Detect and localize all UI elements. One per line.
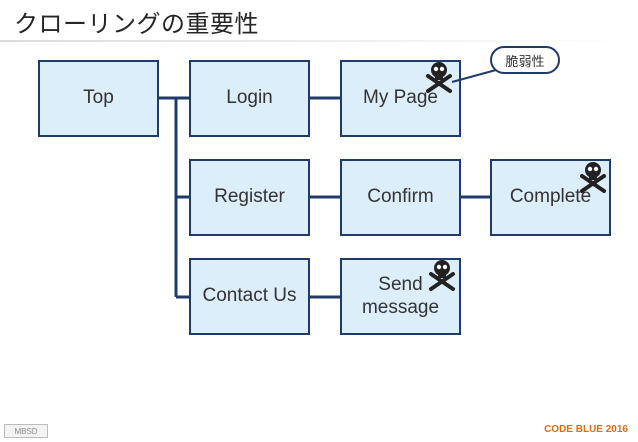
node-confirm-label: Confirm bbox=[367, 186, 434, 208]
skull-crossbones-icon bbox=[429, 260, 455, 291]
node-contact: Contact Us bbox=[189, 258, 310, 335]
slide-title: クローリングの重要性 bbox=[14, 10, 259, 38]
node-login-label: Login bbox=[226, 87, 273, 109]
node-register-label: Register bbox=[214, 186, 285, 208]
event-footer: CODE BLUE 2016 bbox=[544, 424, 628, 435]
vulnerability-callout-label: 脆弱性 bbox=[505, 54, 545, 70]
node-send-label-line1: Send bbox=[378, 273, 423, 295]
node-complete-label: Complete bbox=[509, 186, 592, 208]
title-divider bbox=[0, 40, 638, 42]
skull-crossbones-icon bbox=[426, 62, 452, 93]
node-contact-label: Contact Us bbox=[202, 285, 297, 307]
node-send-label-line2: message bbox=[361, 296, 440, 318]
node-mypage-label: My Page bbox=[363, 87, 438, 109]
mbsd-logo: MBSD bbox=[4, 424, 48, 438]
node-confirm: Confirm bbox=[340, 159, 461, 236]
skull-crossbones-icon bbox=[580, 162, 606, 193]
node-login: Login bbox=[189, 60, 310, 137]
node-top-label: Top bbox=[83, 87, 114, 109]
node-top: Top bbox=[38, 60, 159, 137]
node-register: Register bbox=[189, 159, 310, 236]
mbsd-logo-text: MBSD bbox=[14, 426, 38, 436]
vulnerability-callout: 脆弱性 bbox=[490, 46, 560, 74]
